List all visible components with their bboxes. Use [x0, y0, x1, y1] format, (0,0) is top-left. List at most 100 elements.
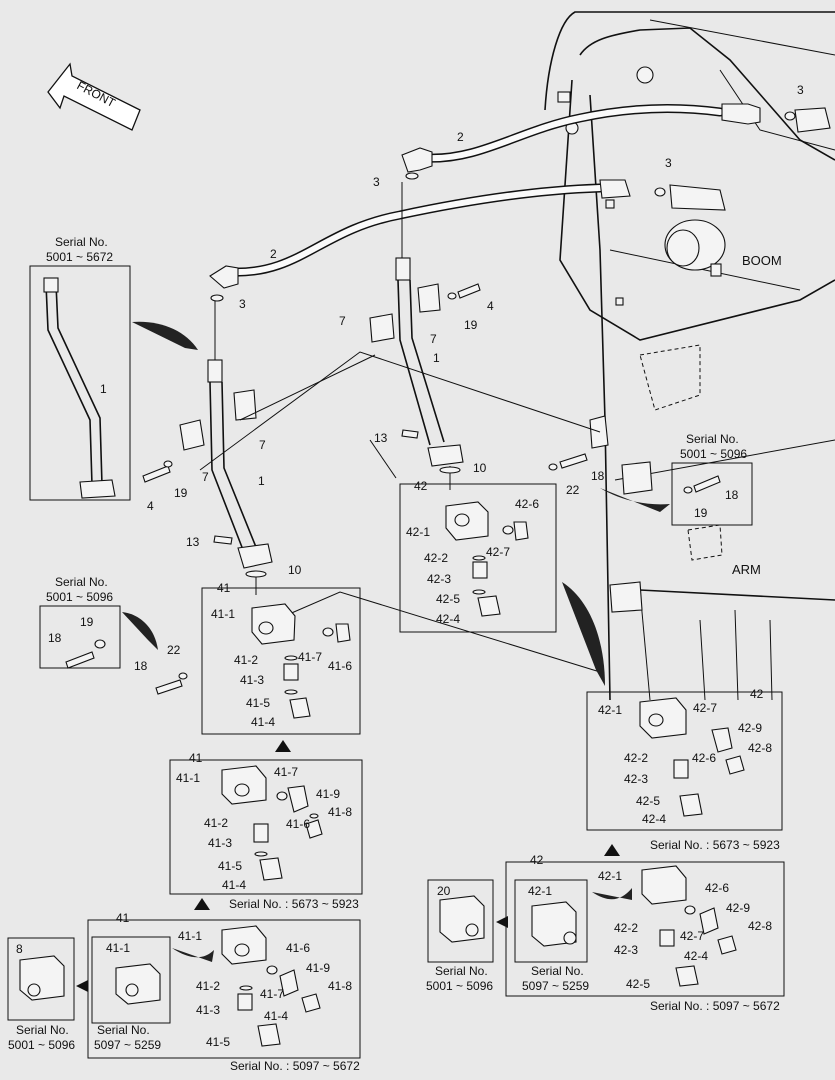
callout-42-5: 42-5: [626, 977, 650, 991]
callout-42-6: 42-6: [692, 751, 716, 765]
callout-41-7: 41-7: [274, 765, 298, 779]
group-41-5673-arrow-icon: [275, 740, 291, 752]
callout-42-3: 42-3: [624, 772, 648, 786]
callout-1: 1: [100, 382, 107, 396]
callout-2: 2: [457, 130, 464, 144]
group-41-5097-serial: Serial No. : 5097 ~ 5672: [230, 1059, 360, 1073]
callout-22: 22: [566, 483, 580, 497]
inset-bolt-left-serial-label: Serial No.: [55, 575, 108, 589]
callout-41-3: 41-3: [196, 1003, 220, 1017]
inset-bolt-left-serial-range: 5001 ~ 5096: [46, 590, 113, 604]
callout-41-4: 41-4: [264, 1009, 288, 1023]
inset-part-8: Serial No. 5001 ~ 5096: [7, 937, 88, 1052]
group-42-5097-arrow-icon: [496, 916, 508, 928]
group-41-5097-inner-serial-label: Serial No.: [97, 1023, 150, 1037]
callout-42: 42: [530, 853, 544, 867]
callout-42-4: 42-4: [642, 812, 666, 826]
inset-pipe-serial-label: Serial No.: [55, 235, 108, 249]
callout-10: 10: [473, 461, 487, 475]
callout-42-5: 42-5: [636, 794, 660, 808]
callout-19: 19: [80, 615, 94, 629]
callout-7: 7: [339, 314, 346, 328]
callout-41-4: 41-4: [251, 715, 275, 729]
hardware-bolts: [142, 111, 796, 695]
callout-41-7: 41-7: [298, 650, 322, 664]
callout-3: 3: [797, 83, 804, 97]
callout-42: 42: [750, 687, 764, 701]
callout-42-4: 42-4: [684, 949, 708, 963]
group-41-main: [201, 587, 361, 735]
callout-42-9: 42-9: [726, 901, 750, 915]
inset-bolt-right-serial-label: Serial No.: [686, 432, 739, 446]
group-41-5673-serial: Serial No. : 5673 ~ 5923: [229, 897, 359, 911]
callout-42-3: 42-3: [614, 943, 638, 957]
callout-41-6: 41-6: [286, 941, 310, 955]
callout-42-6: 42-6: [705, 881, 729, 895]
callout-41-2: 41-2: [196, 979, 220, 993]
callout-41-5: 41-5: [206, 1035, 230, 1049]
arm-label: ARM: [732, 562, 761, 577]
callout-41-1: 41-1: [178, 929, 202, 943]
callout-42-1: 42-1: [406, 525, 430, 539]
callout-42: 42: [414, 479, 428, 493]
callout-13: 13: [374, 431, 388, 445]
inset-pipe-serial-range: 5001 ~ 5672: [46, 250, 113, 264]
callout-1: 1: [258, 474, 265, 488]
callout-42-8: 42-8: [748, 919, 772, 933]
group-42-5097-inner-serial-label: Serial No.: [531, 964, 584, 978]
callout-8: 8: [16, 942, 23, 956]
callout-42-5: 42-5: [436, 592, 460, 606]
callout-42-1-inset: 42-1: [528, 884, 552, 898]
inset-part-8-serial-label: Serial No.: [16, 1023, 69, 1037]
hose-upper: [401, 103, 831, 173]
inset-part-20-serial-label: Serial No.: [435, 964, 488, 978]
group-42-5097-inner-serial-range: 5097 ~ 5259: [522, 979, 589, 993]
callout-4: 4: [147, 499, 154, 513]
group-42-main: [399, 483, 605, 686]
callout-13: 13: [186, 535, 200, 549]
callout-42-4: 42-4: [436, 612, 460, 626]
callout-19: 19: [174, 486, 188, 500]
callout-42-1: 42-1: [598, 703, 622, 717]
inset-bolt-right-serial-range: 5001 ~ 5096: [680, 447, 747, 461]
inset-part-8-arrow-icon: [76, 980, 88, 992]
group-42-5673: Serial No. : 5673 ~ 5923: [586, 691, 783, 856]
callout-42-9: 42-9: [738, 721, 762, 735]
callout-41-1: 41-1: [211, 607, 235, 621]
group-41-5097-arrow-icon: [194, 898, 210, 910]
callout-41-3: 41-3: [208, 836, 232, 850]
group-42-main-pointer: [562, 582, 605, 686]
callout-41: 41: [116, 911, 130, 925]
callout-18: 18: [134, 659, 148, 673]
callout-41-4: 41-4: [222, 878, 246, 892]
leader-lines: [199, 351, 601, 673]
inset-bolt-left-pointer: [122, 612, 158, 650]
callout-41-1: 41-1: [176, 771, 200, 785]
callout-42-8: 42-8: [748, 741, 772, 755]
inset-pipe-pointer: [132, 321, 198, 350]
inset-part-8-serial-range: 5001 ~ 5096: [8, 1038, 75, 1052]
callout-3: 3: [373, 175, 380, 189]
group-41-5673: Serial No. : 5673 ~ 5923: [169, 740, 363, 911]
callout-41-2: 41-2: [234, 653, 258, 667]
callouts-group-41-5097: 41 41-1 41-1 41-6 41-9 41-8 41-2 41-7 41…: [106, 911, 352, 1049]
callout-41-7: 41-7: [260, 987, 284, 1001]
callout-41-8: 41-8: [328, 805, 352, 819]
callout-41-3: 41-3: [240, 673, 264, 687]
inset-bolt-right-pointer: [600, 488, 670, 512]
callouts-group-42-5673: 42 42-1 42-7 42-9 42-8 42-6 42-2 42-3 42…: [598, 687, 772, 826]
callouts-group-42-5097: 42 42-1 42-1 42-6 42-9 42-8 42-2 42-7 42…: [528, 853, 772, 991]
callout-42-7: 42-7: [693, 701, 717, 715]
callout-10: 10: [288, 563, 302, 577]
callout-22: 22: [167, 643, 181, 657]
group-41-5097-pointer: [172, 948, 214, 962]
callout-3: 3: [665, 156, 672, 170]
callout-42-2: 42-2: [424, 551, 448, 565]
callout-18: 18: [591, 469, 605, 483]
group-41-5097-inner-serial-range: 5097 ~ 5259: [94, 1038, 161, 1052]
callout-42-6: 42-6: [515, 497, 539, 511]
callout-41-8: 41-8: [328, 979, 352, 993]
callout-1: 1: [433, 351, 440, 365]
